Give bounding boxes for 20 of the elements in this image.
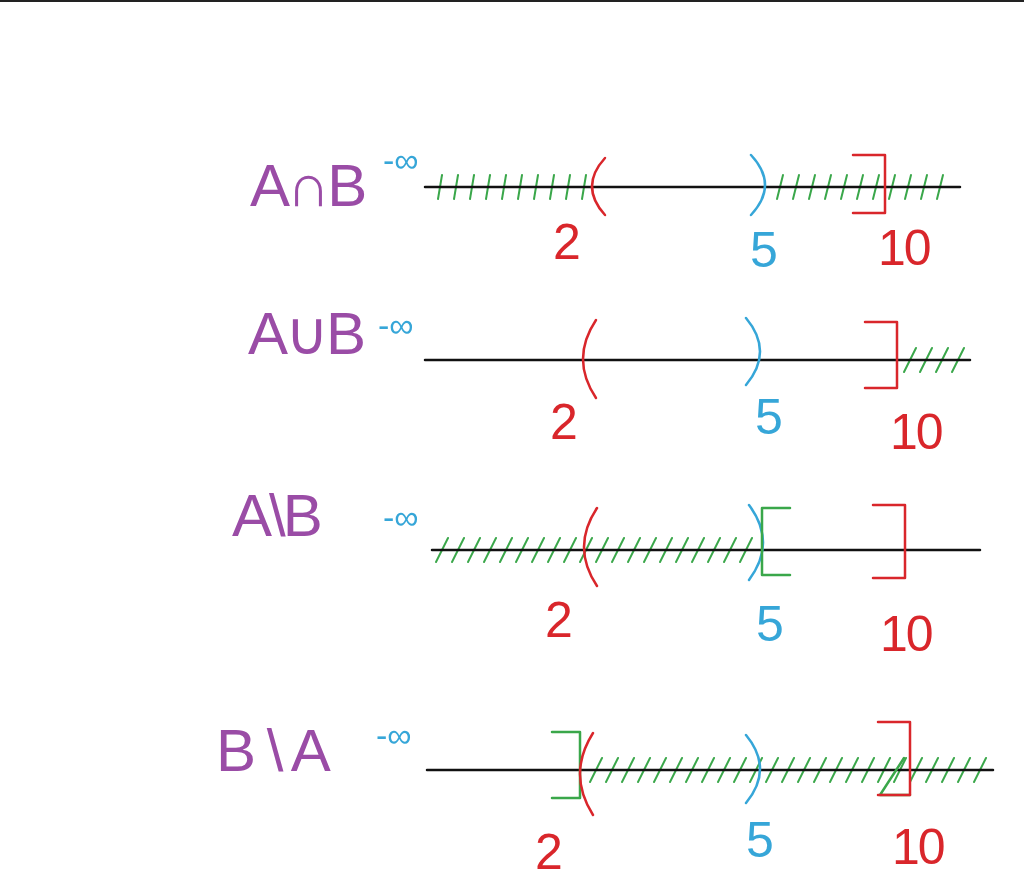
endpoint-number: 2: [545, 595, 571, 645]
set-label: A∩B: [250, 156, 365, 216]
infinity-label: -∞: [383, 143, 419, 177]
endpoint-number: 2: [553, 217, 579, 267]
endpoint-number: 2: [535, 827, 561, 877]
set-label: A\B: [232, 486, 320, 546]
endpoint-number: 10: [878, 223, 930, 273]
endpoint-number: 5: [746, 815, 772, 865]
infinity-label: -∞: [378, 308, 414, 342]
set-label: A∪B: [248, 304, 363, 364]
infinity-label: -∞: [383, 500, 419, 534]
set-label: B \ A: [216, 721, 328, 781]
endpoint-number: 5: [756, 599, 782, 649]
endpoint-number: 10: [890, 407, 942, 457]
endpoint-number: 2: [550, 397, 576, 447]
infinity-label: -∞: [376, 718, 412, 752]
endpoint-number: 10: [880, 609, 932, 659]
endpoint-number: 10: [892, 822, 944, 872]
endpoint-number: 5: [750, 225, 776, 275]
endpoint-number: 5: [755, 392, 781, 442]
